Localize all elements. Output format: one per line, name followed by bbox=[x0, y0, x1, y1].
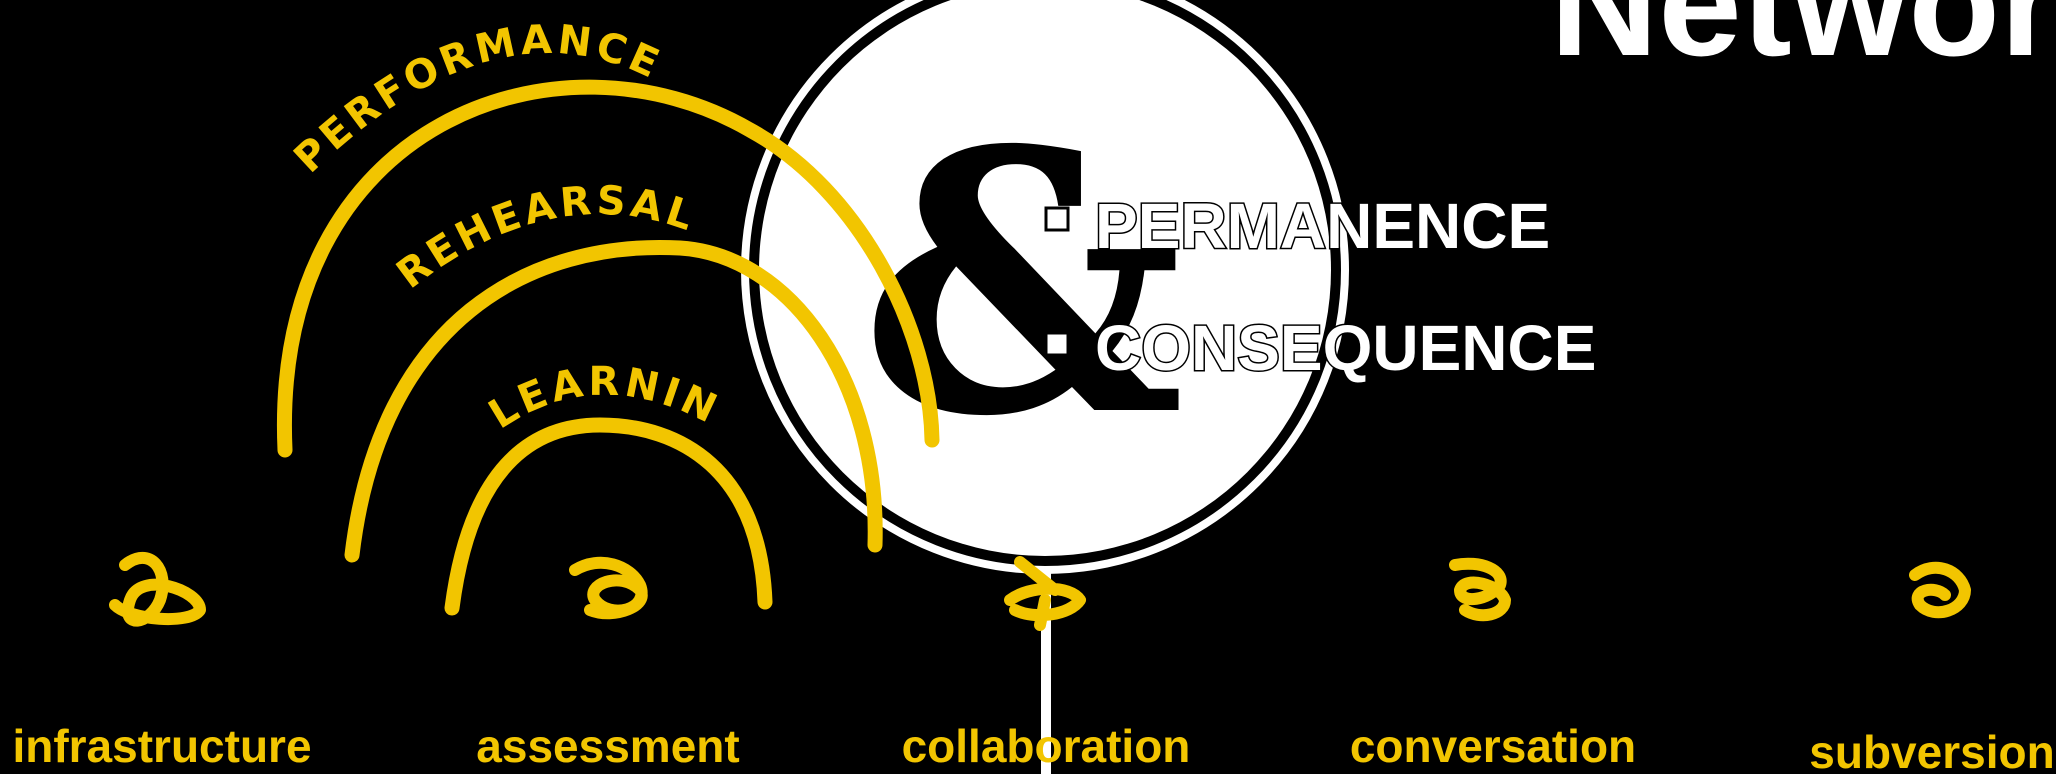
scribble-icon bbox=[1449, 557, 1511, 622]
label-assessment: assessment bbox=[476, 720, 739, 772]
bullet-marker-1 bbox=[1044, 206, 1070, 232]
scribble-icon bbox=[1909, 561, 1971, 619]
arc-label-rehearsal: REHEARSAL bbox=[388, 178, 702, 298]
bullet-consequence: CONSEQUENCE bbox=[1095, 312, 1596, 384]
scribble-icon bbox=[109, 552, 206, 627]
bullet-permanence: PERMANENCE bbox=[1095, 190, 1550, 262]
bullet-marker-2 bbox=[1044, 331, 1070, 357]
arc-label-performance: PERFORMANCE bbox=[286, 17, 670, 182]
scribble-icon bbox=[1004, 556, 1086, 631]
rehearsal-arc bbox=[344, 239, 883, 563]
scribble-icon bbox=[569, 556, 648, 620]
ampersand-symbol: & bbox=[860, 72, 1185, 495]
center-circle bbox=[759, 0, 1331, 556]
label-infrastructure: infrastructure bbox=[12, 720, 311, 772]
label-conversation: conversation bbox=[1350, 720, 1636, 772]
label-collaboration: collaboration bbox=[902, 720, 1191, 772]
learning-arc bbox=[444, 417, 773, 616]
label-subversion: subversion bbox=[1809, 726, 2054, 774]
performance-arc bbox=[277, 79, 940, 458]
page-title: Networ bbox=[1550, 0, 2056, 87]
